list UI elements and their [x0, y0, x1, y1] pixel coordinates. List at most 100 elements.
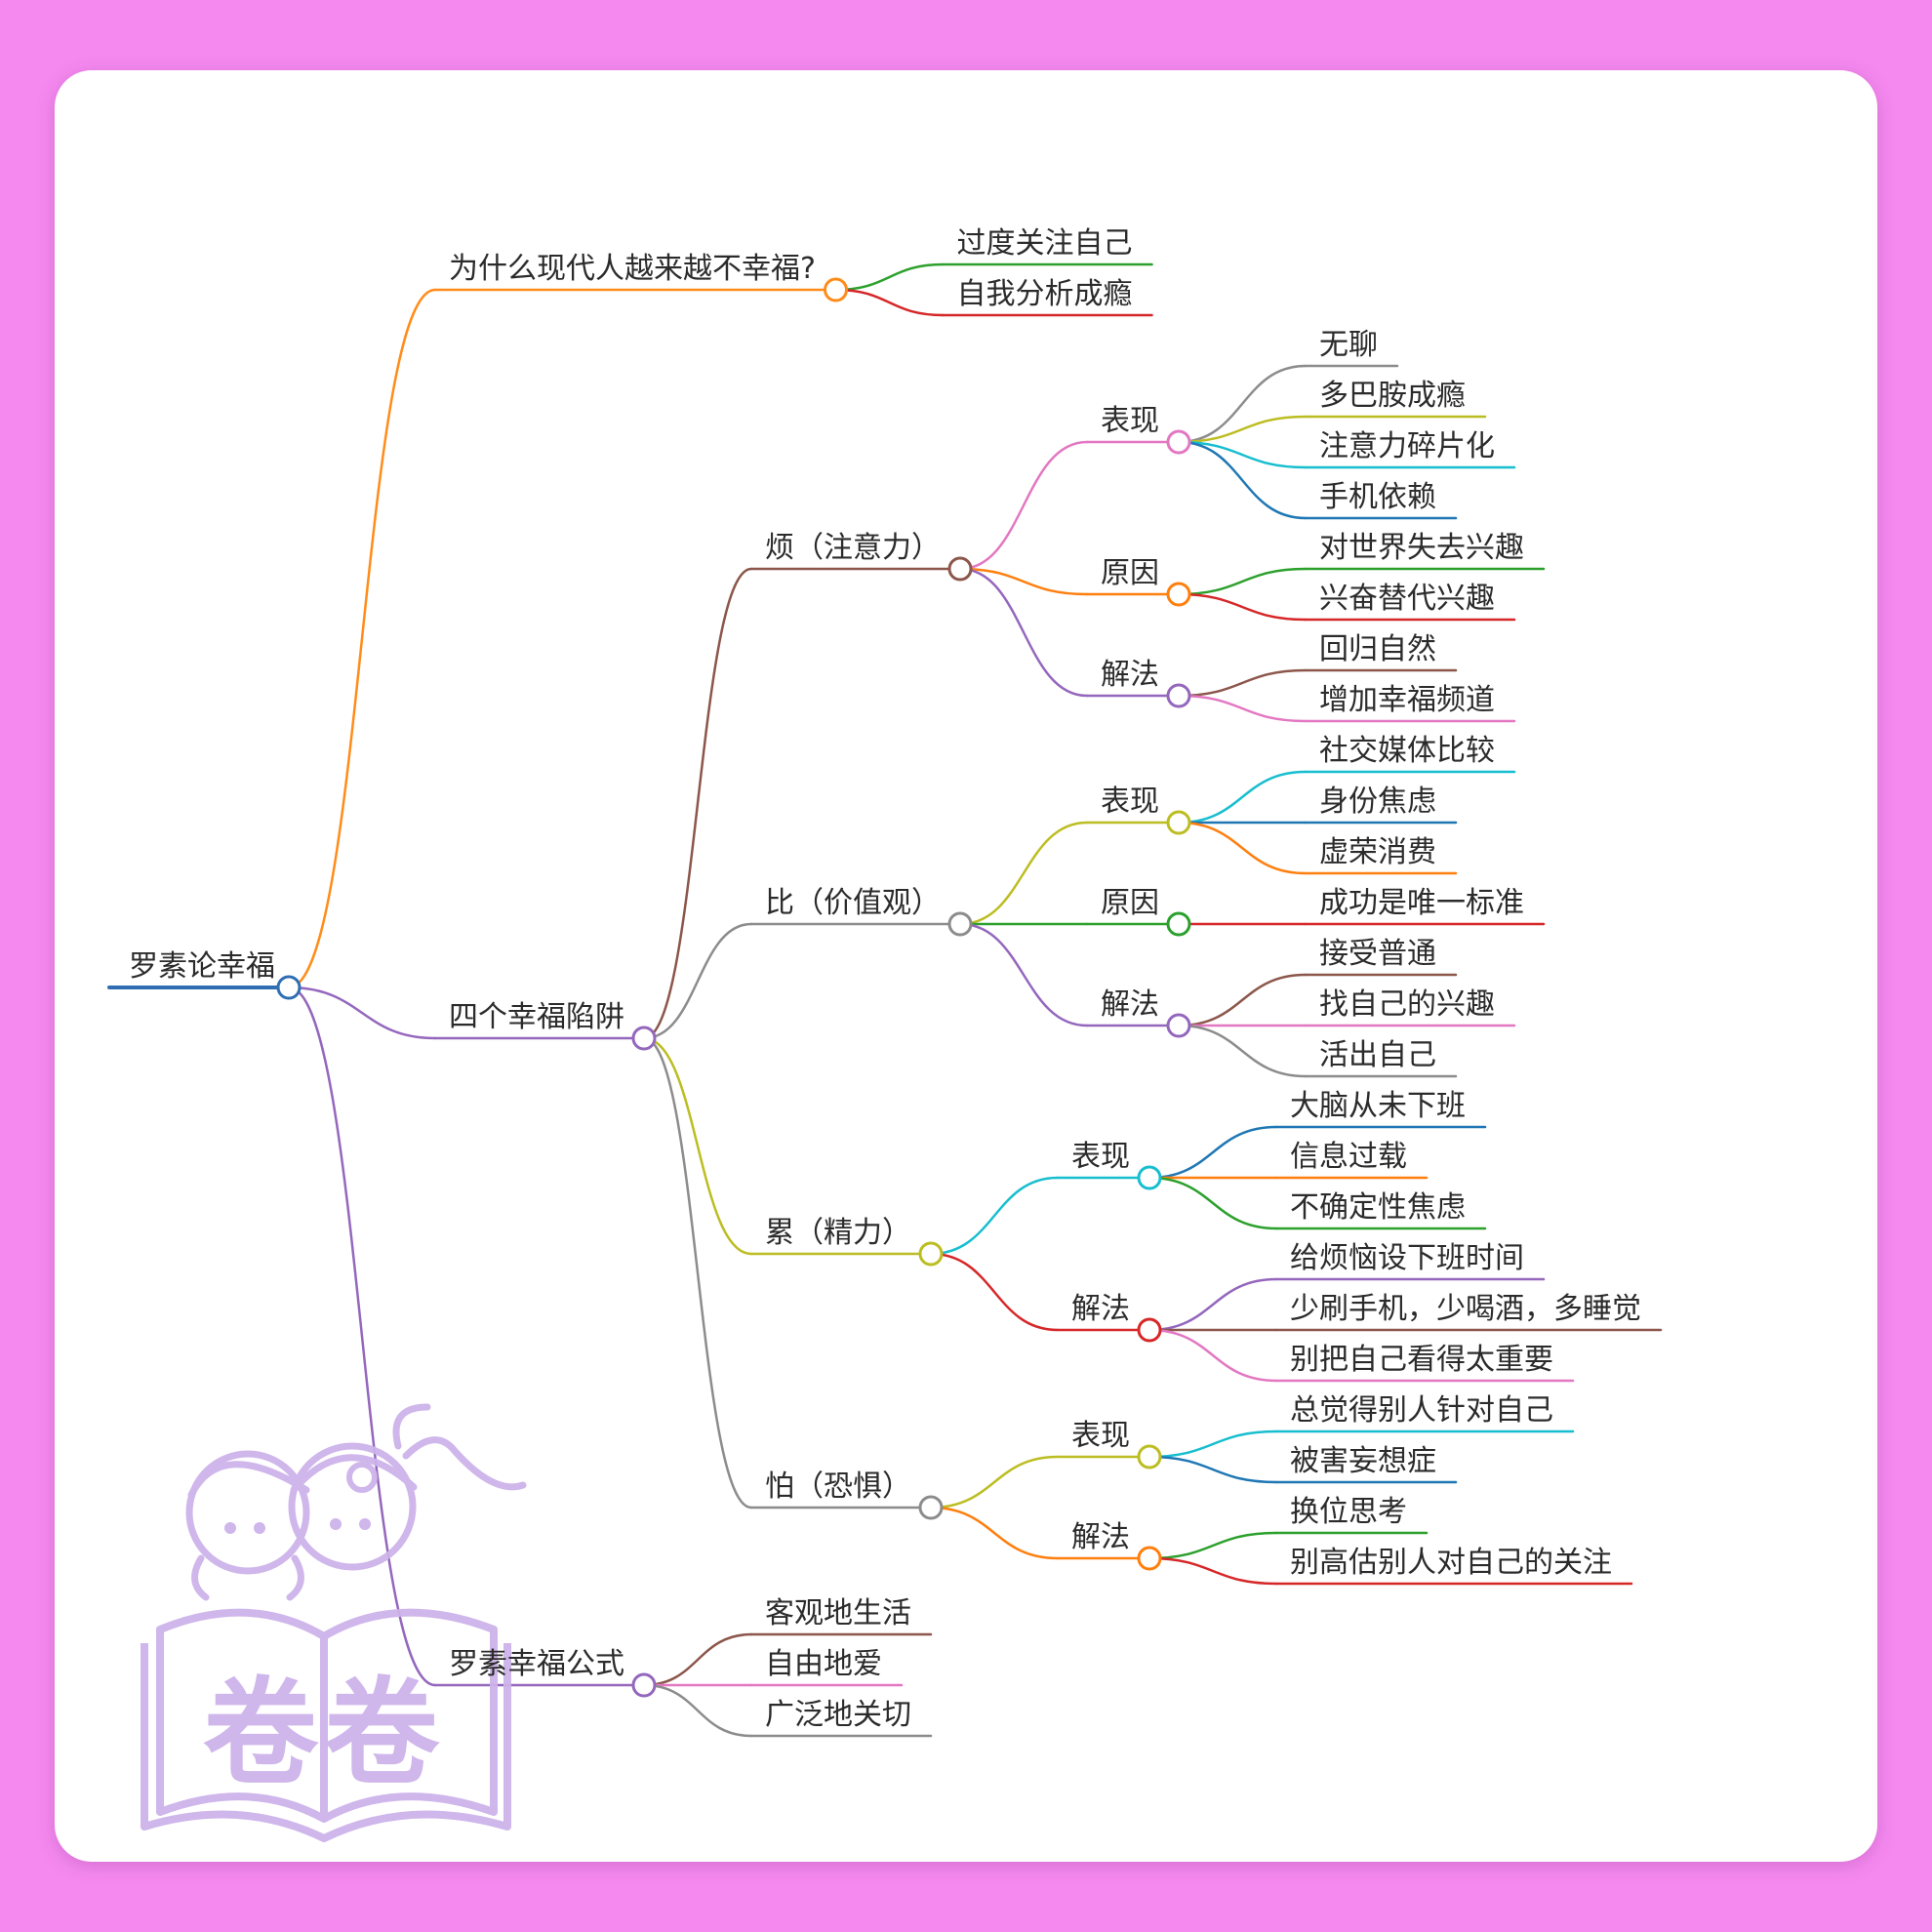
- branch-topic[interactable]: 累（精力）: [765, 1216, 911, 1250]
- branch-topic[interactable]: 表现: [1101, 785, 1159, 819]
- branch-topic[interactable]: 为什么现代人越来越不幸福?: [449, 252, 816, 286]
- branch-line: [642, 922, 753, 1040]
- collapse-toggle[interactable]: [1137, 1444, 1162, 1469]
- collapse-toggle[interactable]: [276, 975, 302, 1000]
- collapse-toggle[interactable]: [1166, 1013, 1191, 1038]
- branch-line: [287, 288, 437, 989]
- branch-line: [1147, 1328, 1278, 1383]
- branch-topic[interactable]: 表现: [1071, 1419, 1130, 1453]
- leaf-topic[interactable]: 社交媒体比较: [1319, 734, 1495, 768]
- leaf-topic[interactable]: 换位思考: [1290, 1495, 1407, 1529]
- branch-topic[interactable]: 解法: [1101, 987, 1159, 1022]
- leaf-topic[interactable]: 自由地爱: [765, 1647, 882, 1681]
- leaf-topic[interactable]: 身份焦虑: [1319, 785, 1436, 819]
- branch-line: [1177, 821, 1308, 875]
- watermark-text: 卷卷: [203, 1666, 445, 1800]
- leaf-topic[interactable]: 增加幸福频道: [1319, 683, 1495, 717]
- leaf-topic[interactable]: 总觉得别人针对自己: [1290, 1393, 1553, 1428]
- collapse-toggle[interactable]: [1137, 1165, 1162, 1190]
- branch-topic[interactable]: 表现: [1101, 404, 1159, 438]
- collapse-toggle[interactable]: [824, 277, 848, 302]
- branch-line: [958, 440, 1089, 571]
- branch-topic[interactable]: 解法: [1071, 1520, 1130, 1554]
- leaf-topic[interactable]: 回归自然: [1319, 632, 1436, 666]
- branch-line: [958, 567, 1089, 698]
- branch-line: [929, 1176, 1060, 1256]
- leaf-topic[interactable]: 活出自己: [1319, 1038, 1436, 1072]
- branch-line: [1177, 440, 1308, 520]
- collapse-toggle[interactable]: [1137, 1317, 1162, 1343]
- leaf-topic[interactable]: 大脑从未下班: [1290, 1089, 1466, 1123]
- leaf-topic[interactable]: 被害妄想症: [1290, 1444, 1436, 1478]
- collapse-toggle[interactable]: [1166, 683, 1191, 708]
- leaf-topic[interactable]: 不确定性焦虑: [1290, 1190, 1466, 1225]
- leaf-topic[interactable]: 兴奋替代兴趣: [1319, 582, 1495, 616]
- branch-line: [958, 821, 1089, 926]
- branch-line: [834, 262, 945, 292]
- leaf-topic[interactable]: 过度关注自己: [957, 226, 1133, 261]
- leaf-topic[interactable]: 对世界失去兴趣: [1319, 531, 1524, 565]
- branch-topic[interactable]: 怕（恐惧）: [765, 1469, 911, 1504]
- leaf-topic[interactable]: 多巴胺成瘾: [1319, 379, 1466, 413]
- leaf-topic[interactable]: 找自己的兴趣: [1319, 987, 1495, 1022]
- leaf-topic[interactable]: 接受普通: [1319, 937, 1436, 971]
- branch-line: [642, 1632, 753, 1687]
- collapse-toggle[interactable]: [947, 911, 973, 937]
- branch-topic[interactable]: 解法: [1101, 658, 1159, 692]
- collapse-toggle[interactable]: [1166, 429, 1191, 455]
- branch-line: [929, 1252, 1060, 1332]
- branch-line: [1177, 694, 1308, 723]
- branch-topic[interactable]: 表现: [1071, 1140, 1130, 1174]
- branch-line: [1177, 1024, 1308, 1078]
- branch-topic[interactable]: 四个幸福陷阱: [449, 1000, 624, 1034]
- branch-line: [1177, 668, 1308, 698]
- branch-line: [1147, 1455, 1278, 1484]
- leaf-topic[interactable]: 别高估别人对自己的关注: [1290, 1546, 1612, 1580]
- collapse-toggle[interactable]: [918, 1241, 944, 1267]
- leaf-topic[interactable]: 注意力碎片化: [1319, 429, 1495, 463]
- branch-line: [834, 288, 945, 317]
- mindmap-links: [107, 262, 1663, 1738]
- collapse-toggle[interactable]: [918, 1495, 944, 1520]
- collapse-toggle[interactable]: [1137, 1546, 1162, 1571]
- branch-line: [642, 567, 753, 1040]
- collapse-toggle[interactable]: [1166, 810, 1191, 835]
- collapse-toggle[interactable]: [947, 556, 973, 582]
- branch-line: [1177, 567, 1308, 596]
- leaf-topic[interactable]: 给烦恼设下班时间: [1290, 1241, 1524, 1275]
- collapse-toggle[interactable]: [631, 1026, 657, 1051]
- leaf-topic[interactable]: 广泛地关切: [765, 1698, 911, 1732]
- branch-line: [1147, 1531, 1278, 1560]
- leaf-topic[interactable]: 自我分析成瘾: [957, 277, 1133, 311]
- leaf-topic[interactable]: 成功是唯一标准: [1319, 886, 1524, 920]
- branch-topic[interactable]: 罗素幸福公式: [449, 1647, 624, 1681]
- branch-topic[interactable]: 烦（注意力）: [765, 531, 941, 565]
- branch-topic[interactable]: 原因: [1101, 886, 1159, 920]
- collapse-toggle[interactable]: [1166, 582, 1191, 607]
- branch-line: [642, 1036, 753, 1509]
- leaf-topic[interactable]: 别把自己看得太重要: [1290, 1343, 1553, 1377]
- leaf-topic[interactable]: 手机依赖: [1319, 480, 1436, 514]
- branch-topic[interactable]: 解法: [1071, 1292, 1130, 1326]
- root-topic[interactable]: 罗素论幸福: [129, 949, 275, 984]
- leaf-topic[interactable]: 客观地生活: [765, 1596, 911, 1630]
- branch-line: [1177, 770, 1308, 825]
- watermark-logo: 卷卷: [141, 1403, 527, 1842]
- branch-line: [929, 1506, 1060, 1560]
- branch-line: [1177, 440, 1308, 469]
- leaf-topic[interactable]: 无聊: [1319, 328, 1378, 362]
- leaf-topic[interactable]: 信息过载: [1290, 1140, 1407, 1174]
- branch-line: [1147, 1176, 1278, 1230]
- branch-topic[interactable]: 比（价值观）: [765, 886, 941, 920]
- branch-line: [287, 986, 437, 1040]
- branch-line: [1147, 1125, 1278, 1180]
- collapse-toggle[interactable]: [631, 1672, 657, 1698]
- branch-line: [1147, 1556, 1278, 1586]
- leaf-topic[interactable]: 少刷手机，少喝酒，多睡觉: [1290, 1292, 1641, 1326]
- branch-topic[interactable]: 原因: [1101, 556, 1159, 590]
- collapse-toggle[interactable]: [1166, 911, 1191, 937]
- branch-line: [642, 1683, 753, 1738]
- leaf-topic[interactable]: 虚荣消费: [1319, 835, 1436, 869]
